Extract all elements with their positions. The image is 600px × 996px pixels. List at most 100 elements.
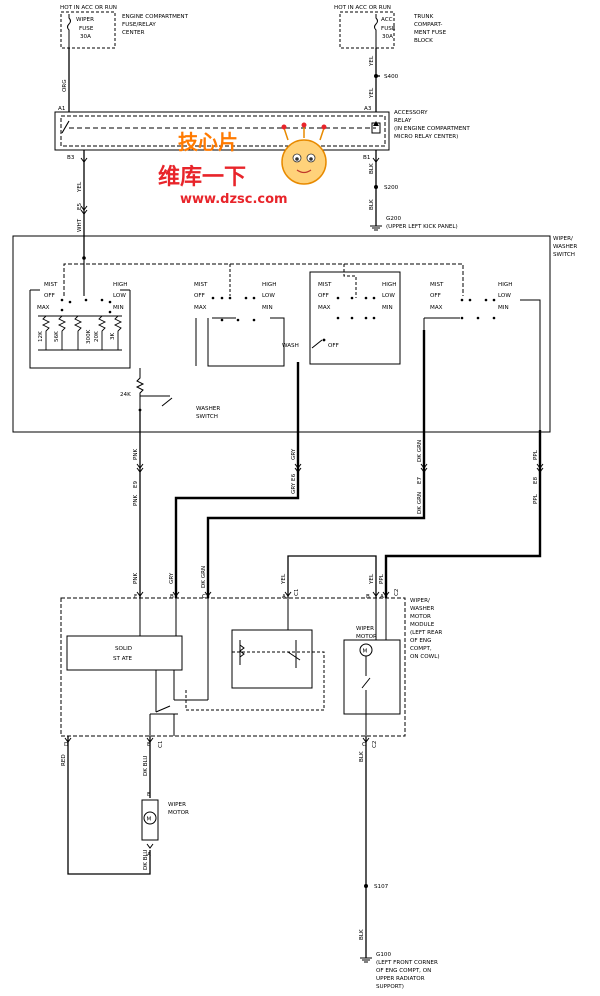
resistor-12k (41, 315, 51, 350)
ground-g200-symbol (370, 225, 382, 231)
resistor-20k (97, 315, 107, 350)
s1-mist-label: MIST (44, 282, 58, 288)
ground-g100-loc-2: OF ENG COMPT, ON (376, 968, 431, 974)
right-fuse-amp: 30A (382, 34, 393, 40)
module-pin-d: D (64, 742, 68, 748)
relay-name-2: RELAY (394, 118, 412, 124)
relay-name-1: ACCESSORY (394, 110, 428, 116)
module-name-7: COMPT, (410, 646, 432, 652)
ground-g100-loc-1: (LEFT FRONT CORNER (376, 960, 438, 966)
relay-contact-arm (61, 120, 70, 134)
connector-chevrons (136, 463, 544, 597)
s2-off-label: OFF (194, 293, 205, 299)
bottom-connector-chevrons (64, 737, 370, 743)
right-fuse-location-2: COMPART- (414, 22, 442, 28)
washer-motor-icon (143, 811, 157, 825)
harness-wires (139, 330, 542, 598)
wire-ppl-1: PPL (533, 449, 539, 460)
fuse-feed-wires (68, 48, 380, 112)
washer-motor-label-2: MOTOR (168, 810, 189, 816)
module-name-5: (LEFT REAR (410, 630, 442, 636)
wire-dkgrn-1: DK GRN (417, 440, 423, 462)
splice-s400-label: S400 (384, 74, 399, 80)
wire-yel-top-1: YEL (369, 55, 375, 67)
res-label-12k: 12K (38, 331, 44, 342)
switch-section-2: MIST OFF MAX HIGH LOW MIN (194, 264, 285, 367)
s2-high-label: HIGH (262, 282, 276, 288)
module-wire-pnk: PNK (133, 572, 139, 584)
wire-ppl-2: PPL (533, 493, 539, 504)
washer-switch: 24K WASHER SWITCH (120, 368, 220, 420)
motor-module-box (60, 597, 406, 737)
connector-b3-chevron (80, 157, 88, 163)
module-pin-b: B (170, 594, 174, 600)
connector-e5-chevron (80, 205, 88, 215)
s1-high-label: HIGH (113, 282, 127, 288)
module-pin-e: E (147, 742, 151, 748)
washer-switch-label-1: WASHER (196, 406, 220, 412)
module-pin-a2: A (380, 594, 384, 600)
module-internal-wiring (139, 598, 401, 736)
right-fuse-name: ACC (381, 17, 393, 23)
accessory-relay: A1 A3 B3 B1 ACCESSORY RELAY (IN ENGINE C… (54, 106, 470, 161)
res-label-300k: 300K (86, 329, 92, 344)
s3-off-label: OFF (318, 293, 329, 299)
module-wire-yel-1: YEL (281, 573, 287, 585)
module-name-8: ON COWL) (410, 654, 440, 660)
s4-high-label: HIGH (498, 282, 512, 288)
module-name-3: MOTOR (410, 614, 431, 620)
switch-name-1: WIPER/ (553, 236, 573, 242)
switch-box (12, 235, 551, 433)
wire-blk-g100: BLK (359, 929, 365, 940)
s3-max-label: MAX (318, 305, 331, 311)
relay-diode (373, 121, 379, 126)
left-fuse-element (67, 14, 71, 48)
right-fuse-hot-label: HOT IN ACC OR RUN (334, 5, 391, 11)
watermark-brand: 技心片 (178, 130, 238, 154)
res-label-24k: 24K (120, 392, 131, 398)
relay-pin-a1: A1 (58, 106, 66, 112)
s1-low-label: LOW (113, 293, 126, 299)
wire-red-label: RED (61, 754, 67, 766)
s4-min-label: MIN (498, 305, 509, 311)
switch-name-2: WASHER (553, 244, 577, 250)
washer-pump-motor: B M WIPER MOTOR A DK BLU (141, 792, 189, 870)
module-motor-label-2: MOTOR (356, 634, 377, 640)
s2-low-label: LOW (262, 293, 275, 299)
right-fuse-location-3: MENT FUSE (414, 30, 447, 36)
s4-low-label: LOW (498, 293, 511, 299)
splice-s107-label: S107 (374, 884, 389, 890)
relay-pin-b3: B3 (67, 155, 75, 161)
splice-s107-dot (364, 884, 368, 888)
switch-mechanical-link (63, 263, 464, 296)
splice-s200-dot (374, 185, 378, 189)
module-conn-c1-bottom: C1 (158, 740, 164, 748)
wire-org-top: ORG (62, 79, 68, 92)
wire-yel-top-2: YEL (369, 87, 375, 99)
wire-dkblu-label-2: DK BLU (143, 849, 149, 870)
splice-s400-dot (374, 74, 378, 78)
module-pin-c: C (202, 594, 206, 600)
module-wire-ppl: PPL (379, 573, 385, 584)
module-name-4: MODULE (410, 622, 435, 628)
s4-max-label: MAX (430, 305, 443, 311)
washer-motor-m: M (147, 817, 152, 823)
module-name-2: WASHER (410, 606, 434, 612)
ground-g100-label: G100 (376, 952, 391, 958)
module-pin-b2: B (366, 594, 370, 600)
res-label-20k: 20K (94, 331, 100, 342)
left-fuse-box (60, 11, 116, 49)
washer-switch-label-2: SWITCH (196, 414, 218, 420)
wire-gry-e6: GRY E6 (291, 473, 297, 494)
s4-off-label: OFF (430, 293, 441, 299)
wire-gry-1: GRY (291, 448, 297, 460)
right-fuse-type: FUSE (381, 26, 396, 32)
wire-blk-relay: BLK (369, 163, 375, 174)
solid-state-box (66, 635, 183, 671)
s3-low-label: LOW (382, 293, 395, 299)
splice-s200-label: S200 (384, 185, 399, 191)
mascot-icon (281, 139, 327, 185)
ground-g100-loc-3: UPPER RADIATOR (376, 976, 425, 982)
wire-pnk-1: PNK (133, 448, 139, 460)
